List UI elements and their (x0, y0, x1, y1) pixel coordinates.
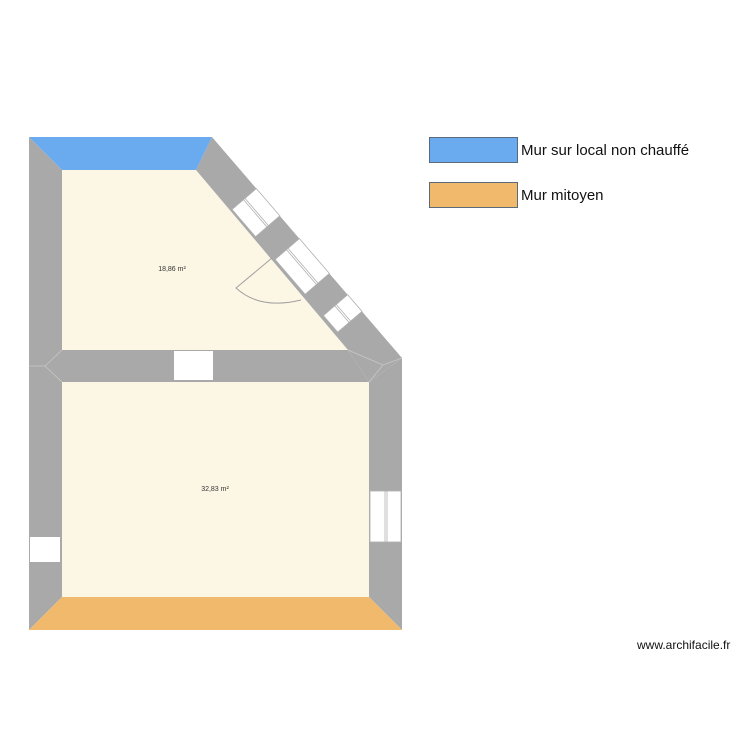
legend-item-unheated: Mur sur local non chauffé (429, 137, 689, 163)
window-diagonal-1[interactable] (231, 187, 281, 238)
legend-swatch-unheated (429, 137, 518, 163)
legend-swatch-party (429, 182, 518, 208)
room-upper-area: 18,86 m² (158, 266, 186, 273)
watermark: www.archifacile.fr (637, 638, 731, 652)
room-upper-floor[interactable] (62, 170, 348, 350)
door-diagonal[interactable] (274, 238, 330, 295)
window-right[interactable] (369, 490, 402, 543)
room-lower-area: 32,83 m² (201, 486, 229, 493)
legend-label-unheated: Mur sur local non chauffé (521, 141, 690, 159)
door-swing-arc (235, 257, 302, 304)
room-lower-floor[interactable] (62, 382, 369, 597)
window-left[interactable] (30, 537, 60, 562)
door-opening-middle[interactable] (174, 351, 213, 380)
legend-item-party: Mur mitoyen (429, 182, 604, 208)
window-diagonal-2[interactable] (322, 294, 363, 333)
wall-party-bottom (29, 597, 402, 630)
wall-unheated-top (29, 137, 212, 170)
left-wall (29, 137, 62, 630)
legend-label-party: Mur mitoyen (521, 186, 604, 204)
